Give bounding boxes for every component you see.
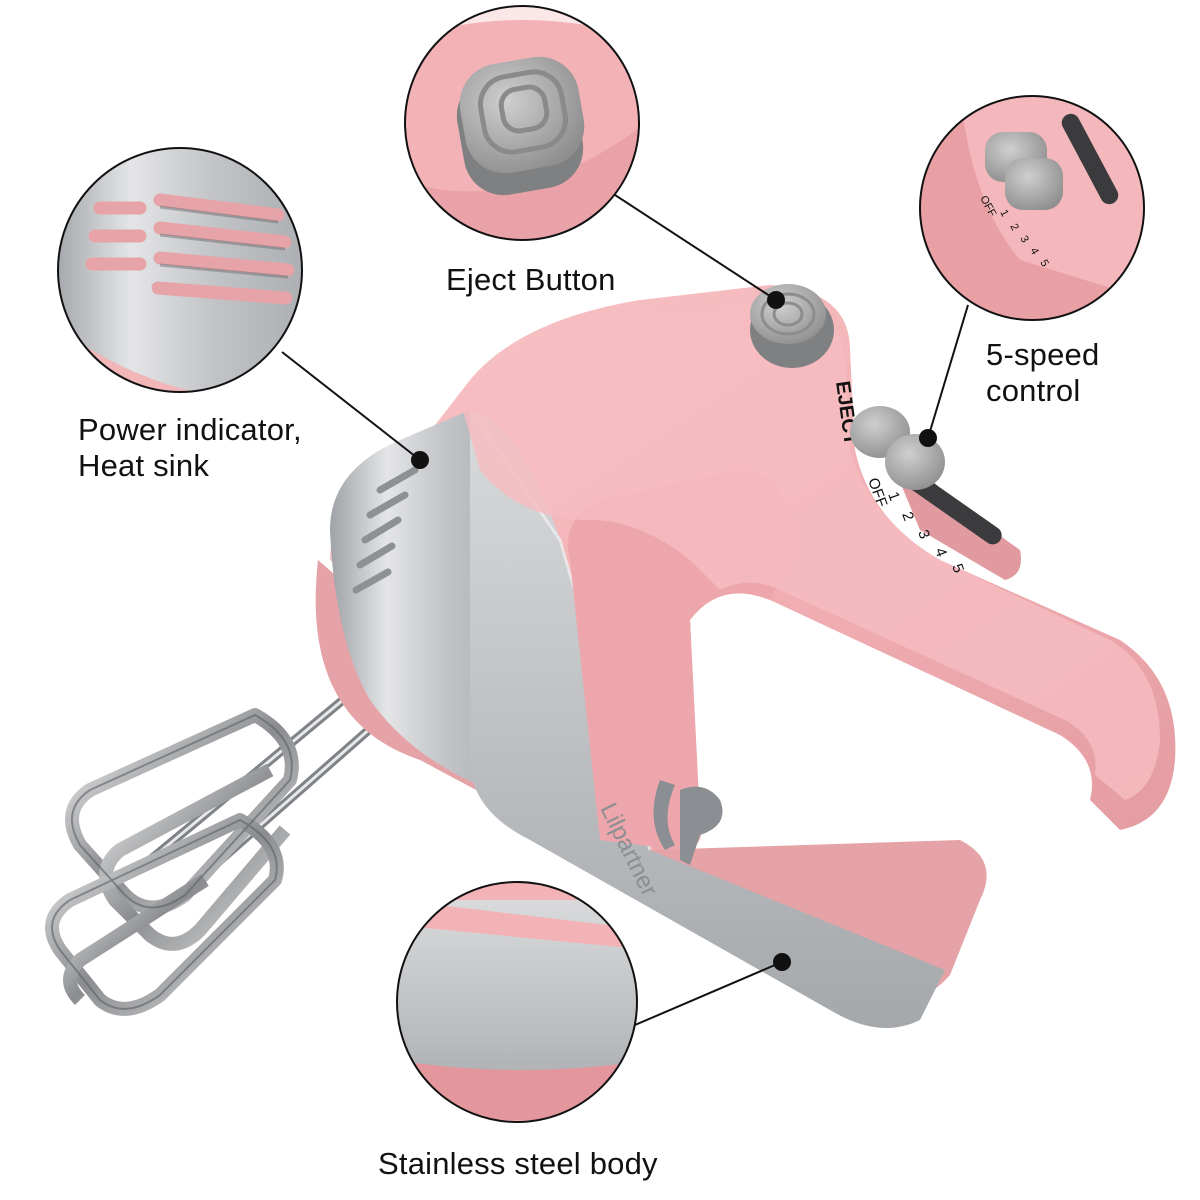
speed-label-line-1: 5-speed <box>986 337 1100 372</box>
speed-mark-4: 4 <box>931 546 950 560</box>
speed-slider <box>850 406 1021 580</box>
power-indicator-label: Power indicator, Heat sink <box>78 412 302 484</box>
eject-button <box>750 284 834 368</box>
eject-magnifier <box>404 5 640 241</box>
speed-mark-3: 3 <box>914 528 933 542</box>
zoom-speed-mark-1: 1 <box>997 208 1010 219</box>
zoom-speed-mark-3: 3 <box>1017 234 1030 245</box>
callout-lines <box>281 179 969 1026</box>
power-label-line-1: Power indicator, <box>78 412 302 447</box>
zoom-speed-mark-4: 4 <box>1027 246 1040 257</box>
beaters <box>45 685 385 1016</box>
speed-control-label: 5-speed control <box>986 337 1099 409</box>
mixer-body: Lilpartner EJECT OFF 1 2 3 4 5 <box>315 284 1176 1028</box>
power-label-line-2: Heat sink <box>78 448 210 483</box>
steel-body-magnifier <box>396 881 638 1123</box>
speed-label-line-2: control <box>986 373 1081 408</box>
brand-logo <box>653 780 723 865</box>
heat-sink-magnifier <box>57 147 303 393</box>
speed-magnifier: OFF 1 2 3 4 5 <box>919 95 1145 321</box>
steel-body-label: Stainless steel body <box>378 1146 658 1181</box>
eject-button-label: Eject Button <box>446 262 616 297</box>
zoom-speed-mark-5: 5 <box>1037 258 1050 269</box>
callout-dots <box>411 291 937 971</box>
speed-mark-2: 2 <box>898 510 917 524</box>
zoom-speed-mark-2: 2 <box>1007 222 1020 233</box>
